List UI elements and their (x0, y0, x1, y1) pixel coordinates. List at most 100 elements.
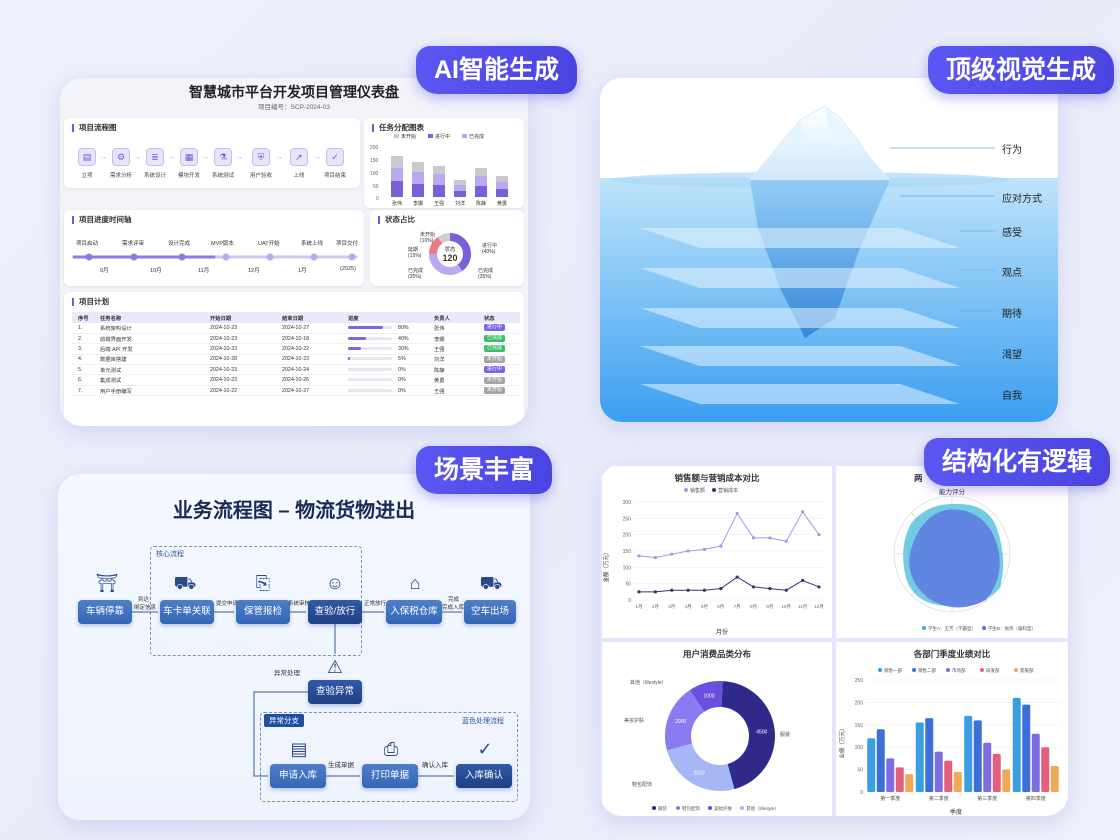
shield-check-icon: ✓ (477, 739, 493, 759)
milestone: MVP版本 (211, 241, 234, 247)
status-badge: 已完成 (484, 345, 506, 353)
node-bonded-warehouse[interactable]: 入保税仓库 (386, 600, 442, 624)
task-chart: 未开始 进行中 已完成 200 150 100 50 0 张伟 李娜 王强 刘洋… (370, 133, 508, 207)
exception-tag: 异常分支 (264, 714, 304, 727)
svg-text:50: 50 (373, 184, 379, 190)
svg-text:(15%): (15%) (408, 253, 422, 259)
y-tick: 150 (855, 723, 864, 729)
x-tick: 2月 (652, 604, 659, 610)
edge-label: 异常处理 (274, 670, 300, 677)
core-flow-box (150, 546, 362, 656)
y-tick: 50 (625, 582, 631, 588)
data-point (768, 536, 772, 540)
timeline-panel: 项目进度时间轴 项目启动 需求评审 设计完成 MVP版本 UAT开始 系统上线 … (64, 210, 364, 286)
donut-slice (665, 689, 705, 751)
svg-text:进行中: 进行中 (435, 133, 450, 140)
node-inspect-exception[interactable]: 查验异常 (308, 680, 362, 704)
y-tick: 250 (623, 516, 632, 522)
legend-marker (1014, 668, 1018, 672)
bar (944, 760, 953, 792)
core-flow-label: 核心流程 (156, 551, 184, 558)
bar (1022, 704, 1031, 792)
node-print[interactable]: 打印单据 (362, 764, 418, 788)
y-tick: 50 (857, 768, 863, 774)
edge-label: 确认入库 (422, 762, 448, 769)
gears-icon: ⚙ (112, 148, 130, 166)
node-empty-exit[interactable]: 空车出场 (464, 600, 516, 624)
x-tick: 5月 (701, 604, 708, 610)
bar-huangyong (496, 176, 508, 197)
gate-icon: ⛩ (95, 573, 119, 593)
node-confirm-warehouse[interactable]: 入库确认 (456, 764, 512, 788)
data-point (719, 544, 723, 548)
legend-marker (980, 668, 984, 672)
donut-chart-panel: 用户消费品类分布 其他（lifestyle） 美妆护肤 鞋包配饰 服装 服装 鞋… (602, 642, 832, 816)
svg-text:业绩（万元）: 业绩（万元） (838, 725, 846, 758)
svg-text:(35%): (35%) (478, 274, 492, 280)
svg-text:销售额: 销售额 (690, 487, 705, 494)
svg-text:刘洋: 刘洋 (455, 200, 465, 207)
bar (895, 767, 904, 792)
legend-marker (878, 668, 882, 672)
flow-step: ⛨用户验收 (248, 148, 274, 179)
node-inspect[interactable]: 查验/放行 (308, 600, 362, 624)
data-point (670, 588, 674, 592)
svg-text:150: 150 (370, 158, 379, 164)
radar-chart-title: 两 (914, 473, 923, 483)
data-point (735, 575, 739, 579)
svg-text:状态: 状态 (444, 245, 456, 253)
check-icon: ✓ (326, 148, 344, 166)
svg-text:(35%): (35%) (408, 274, 422, 280)
y-tick: 250 (855, 678, 864, 684)
rocket-icon: ➚ (290, 148, 308, 166)
flow-step: ➚上线 (286, 148, 312, 179)
edge-label: 绑定信息 (134, 605, 157, 611)
status-badge: 进行中 (484, 366, 506, 374)
task-panel: 任务分配图表 未开始 进行中 已完成 200 150 100 50 0 张伟 李… (364, 118, 524, 208)
status-donut: 状态 120 未开始 (10%) 延期 (15%) 已完成 (35%) 进行中 … (408, 231, 497, 280)
x-tick: 4月 (685, 604, 692, 610)
officer-icon: ☺ (325, 573, 345, 593)
y-tick: 0 (628, 598, 631, 604)
bar-lina (412, 162, 424, 197)
node-car-park[interactable]: 车辆停靠 (78, 600, 132, 624)
flow-step: ⚙需求分析 (108, 148, 134, 179)
svg-text:100: 100 (370, 171, 379, 177)
bar (953, 771, 962, 792)
flow-panel: 项目流程图 ▤立项 → ⚙需求分析 → ≣系统设计 → ▦模块开发 → ⚗系统测… (64, 118, 360, 188)
donut-chart: 其他（lifestyle） 美妆护肤 鞋包配饰 服装 服装 鞋包配饰 美妆护肤 … (624, 679, 790, 812)
node-truck-bind[interactable]: 车卡单关联 (160, 600, 214, 624)
iceberg-label: 行为 (1002, 145, 1022, 156)
slice-value: 2500 (694, 770, 705, 776)
slice-value: 1000 (703, 693, 714, 699)
iceberg-label: 自我 (1002, 391, 1022, 402)
dashboard-title: 智慧城市平台开发项目管理仪表盘 (189, 84, 399, 100)
y-tick: 100 (855, 745, 864, 751)
svg-text:其他（lifestyle）: 其他（lifestyle） (746, 805, 779, 812)
data-point (768, 586, 772, 591)
svg-text:学生A：王芳（学霸型）: 学生A：王芳（学霸型） (928, 625, 976, 632)
svg-text:未开始: 未开始 (401, 133, 416, 140)
node-declare[interactable]: 保管报检 (236, 600, 290, 624)
svg-text:延期: 延期 (408, 246, 418, 253)
node-apply-warehouse[interactable]: 申请入库 (270, 764, 326, 788)
bar (983, 742, 992, 792)
server-icon: ▦ (180, 148, 198, 166)
data-point (801, 578, 805, 582)
tag-rich-scenes: 场景丰富 (416, 446, 553, 494)
dashboard-card: 智慧城市平台开发项目管理仪表盘 项目编号：SCP-2024-03 项目流程图 ▤… (60, 78, 528, 426)
svg-text:已完成: 已完成 (469, 133, 484, 140)
status-badge: 未开始 (484, 355, 506, 363)
progress-bar (348, 357, 392, 361)
iceberg-label: 观点 (1002, 268, 1022, 279)
legend-marker (946, 668, 950, 672)
x-tick: 10月 (782, 604, 792, 610)
data-point (801, 510, 805, 514)
donut-slice (689, 681, 723, 712)
